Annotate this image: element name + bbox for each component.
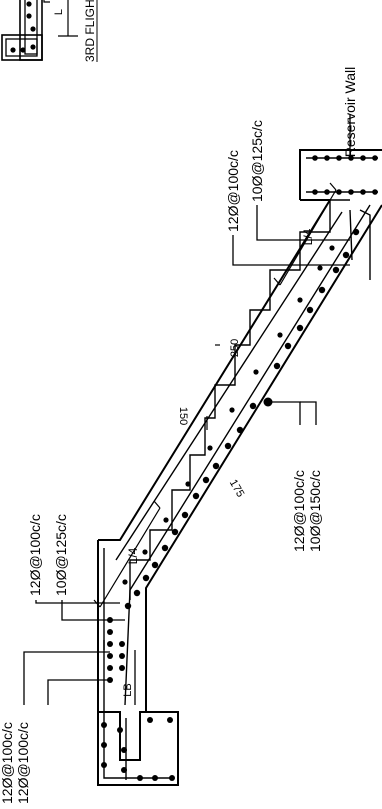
top-left-bar-label-2: 10Ø@125c/c: [53, 514, 69, 596]
lower-left-bar-label-2: 12Ø@100c/c: [15, 722, 31, 804]
concrete-outline: [97, 149, 382, 786]
top-right-bar-label-1: 12Ø@100c/c: [225, 150, 241, 232]
top-right-bar-label-2: 10Ø@125c/c: [249, 120, 265, 202]
reservoir-wall-label: Reservoir Wall: [342, 67, 358, 158]
third-flight-detail: [1, 0, 78, 61]
lb-top-label: L: [53, 9, 65, 15]
mid-bar-label-1: 12Ø@100c/c: [291, 470, 307, 552]
leader-lines: [23, 115, 351, 705]
dimension-lines: [93, 182, 337, 608]
top-left-bar-label-1: 12Ø@100c/c: [27, 514, 43, 596]
rebar-dots: [101, 155, 378, 781]
third-flight-label: 3RD FLIGHT OF STA: [83, 0, 97, 62]
reinforcement-lines: [103, 157, 378, 780]
stair-steps: [129, 199, 350, 600]
l4-right-label: L/4: [301, 228, 315, 245]
dim-150-label: 150: [177, 407, 189, 425]
l4-left-label: L/4: [126, 547, 140, 564]
mid-bar-label-2: 10Ø@150c/c: [307, 470, 323, 552]
dim-175-label: 175: [227, 478, 247, 500]
lower-left-bar-label-1: 12Ø@100c/c: [0, 722, 15, 804]
lb-bottom-label: LB: [122, 683, 134, 696]
dim-250-label: 250: [229, 339, 241, 357]
third-flight-bars: [10, 1, 36, 53]
